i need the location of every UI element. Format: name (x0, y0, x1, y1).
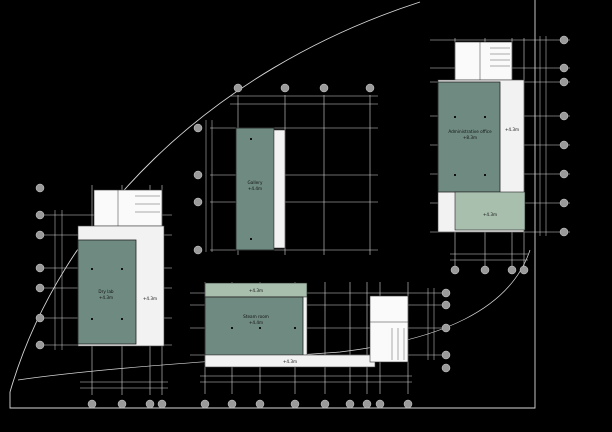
column (294, 327, 296, 329)
site-boundary-arc (9, 1, 421, 393)
grid-bubble (157, 399, 167, 409)
grid-bubble (403, 399, 413, 409)
gallery-grid (210, 95, 378, 255)
site-boundary-line (9, 0, 536, 409)
grid-bubble (450, 265, 460, 275)
grid-bubble (441, 323, 451, 333)
dry-lab-dimension-lines (54, 210, 168, 389)
admin-office-level: +8.3m (463, 135, 477, 140)
grid-bubble (193, 123, 203, 133)
grid-bubble (559, 77, 569, 87)
gallery-building: Gallery +4.4m (193, 83, 378, 255)
grid-bubble (319, 83, 329, 93)
grid-bubble (441, 288, 451, 298)
dry-lab-building: Dry lab +4.3m +4.3m (35, 183, 172, 409)
column (454, 174, 456, 176)
admin-dimension-lines (450, 36, 547, 261)
admin-office-label: Administrative office (448, 129, 492, 134)
column (484, 174, 486, 176)
gallery-dimension-lines (205, 95, 378, 252)
column (259, 327, 261, 329)
grid-bubble (375, 399, 385, 409)
grid-bubble (519, 265, 529, 275)
column (121, 268, 123, 270)
column (91, 268, 93, 270)
grid-bubble (290, 399, 300, 409)
grid-bubble (441, 363, 451, 373)
grid-bubble (280, 83, 290, 93)
gallery-level: +4.4m (248, 186, 262, 191)
dry-lab-room (77, 239, 137, 345)
grid-bubble (145, 399, 155, 409)
grid-bubble (227, 399, 237, 409)
grid-bubble (559, 198, 569, 208)
grid-bubble (35, 210, 45, 220)
grid-bubble (193, 245, 203, 255)
steam-room-corridor-level: +4.3m (283, 359, 297, 364)
gallery-label: Gallery (248, 180, 263, 185)
grid-bubble (255, 399, 265, 409)
gallery-corridor (273, 129, 286, 249)
dry-lab-level: +4.3m (99, 295, 113, 300)
column (454, 116, 456, 118)
column (121, 318, 123, 320)
admin-stair-core (454, 41, 513, 81)
dry-lab-label: Dry lab (98, 289, 113, 294)
grid-bubble (193, 170, 203, 180)
grid-bubble (559, 35, 569, 45)
grid-bubble (200, 399, 210, 409)
steam-room (204, 296, 304, 356)
grid-bubble (362, 399, 372, 409)
column (231, 327, 233, 329)
grid-bubble (35, 340, 45, 350)
steam-room-stair-core (369, 295, 409, 363)
gallery-room (235, 127, 275, 251)
grid-bubble (559, 227, 569, 237)
admin-building: Administrative office +8.3m +4.3m +4.3m (430, 35, 570, 275)
grid-bubble (35, 263, 45, 273)
dry-lab-side-level: +4.3m (143, 296, 157, 301)
grid-bubble (35, 230, 45, 240)
admin-lower-room (454, 191, 526, 231)
steam-room-label: Steam room (243, 314, 269, 319)
grid-bubble (559, 169, 569, 179)
grid-bubble (441, 350, 451, 360)
dry-lab-stair-core (93, 189, 163, 227)
grid-bubble (365, 83, 375, 93)
grid-bubble (87, 399, 97, 409)
grid-bubble (507, 265, 517, 275)
grid-bubble (320, 399, 330, 409)
steam-room-level: +4.4m (249, 320, 263, 325)
grid-bubble (559, 111, 569, 121)
grid-bubble (480, 265, 490, 275)
grid-bubble (345, 399, 355, 409)
grid-bubble (35, 313, 45, 323)
grid-bubble (559, 140, 569, 150)
steam-room-building: +4.3m Steam room +4.4m +4.3m (190, 282, 451, 409)
grid-bubble (193, 197, 203, 207)
steam-room-top-level: +4.3m (249, 288, 263, 293)
grid-bubble (233, 83, 243, 93)
grid-bubble (441, 300, 451, 310)
column (250, 138, 252, 140)
grid-bubble (35, 283, 45, 293)
admin-lower-level: +4.3m (483, 212, 497, 217)
steam-room-dimension-lines (200, 288, 435, 383)
column (91, 318, 93, 320)
grid-bubble (117, 399, 127, 409)
site-boundary-inner (17, 249, 531, 381)
grid-bubble (35, 183, 45, 193)
grid-bubble (559, 63, 569, 73)
admin-side-level: +4.3m (505, 127, 519, 132)
column (250, 238, 252, 240)
column (484, 116, 486, 118)
